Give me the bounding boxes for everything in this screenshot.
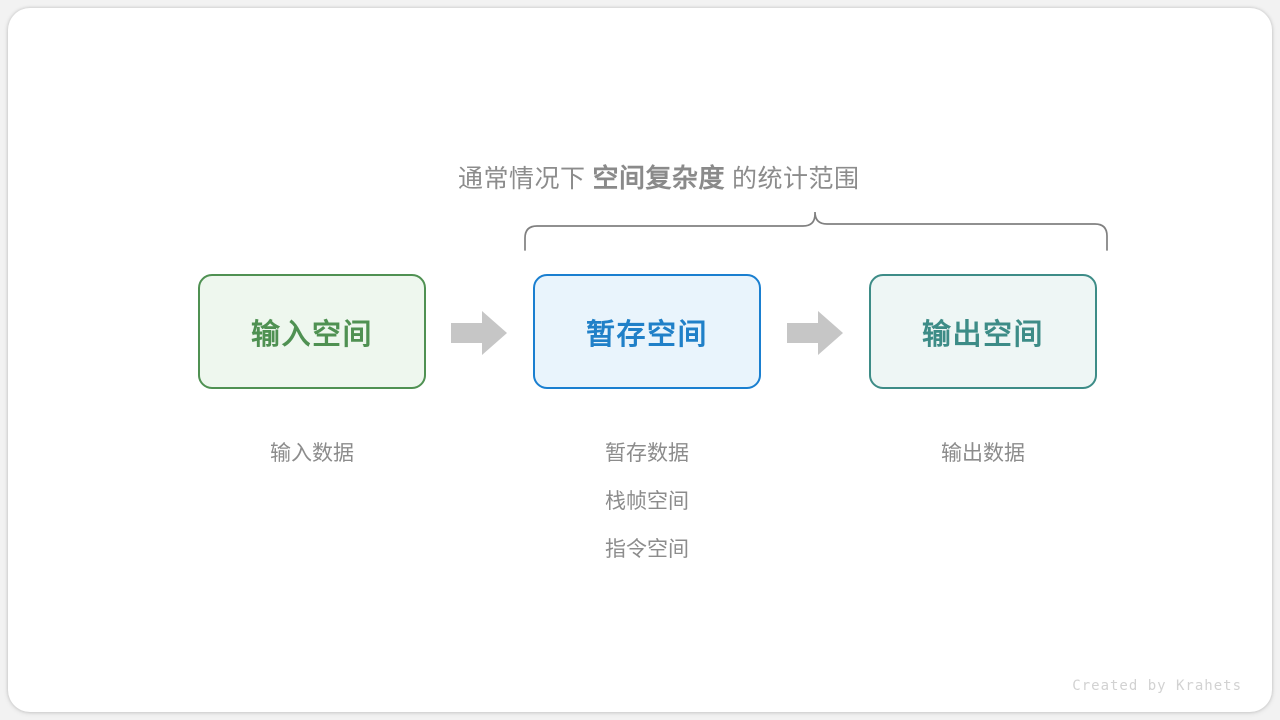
diagram-card: 通常情况下空间复杂度的统计范围 输入空间 暂存空间 输出空间 (8, 8, 1272, 712)
caption-line: 输出数据 (941, 442, 1025, 465)
curly-brace (523, 206, 1109, 258)
brace-caption: 通常情况下空间复杂度的统计范围 (458, 158, 1178, 195)
right-arrow-icon (451, 311, 507, 355)
box-input-space[interactable]: 输入空间 (198, 274, 426, 389)
curly-brace-icon (524, 211, 1108, 251)
box-temp-space[interactable]: 暂存空间 (533, 274, 761, 389)
caption-temp-column: 暂存数据 栈帧空间 指令空间 (533, 430, 761, 574)
brace-caption-suffix: 的统计范围 (732, 165, 860, 193)
caption-line: 输入数据 (270, 442, 354, 465)
caption-line: 暂存数据 (605, 442, 689, 465)
box-temp-space-label: 暂存空间 (585, 318, 708, 351)
caption-input-column: 输入数据 (198, 430, 426, 478)
box-output-space[interactable]: 输出空间 (869, 274, 1097, 389)
caption-line: 指令空间 (605, 538, 689, 561)
flow-arrow-input-to-temp (449, 309, 509, 357)
watermark: Created by Krahets (1072, 678, 1242, 694)
right-arrow-icon (787, 311, 843, 355)
flow-arrow-temp-to-output (785, 309, 845, 357)
box-input-space-label: 输入空间 (250, 318, 373, 351)
box-output-space-label: 输出空间 (921, 318, 1044, 351)
brace-caption-prefix: 通常情况下 (458, 165, 586, 193)
brace-caption-emphasis: 空间复杂度 (592, 163, 726, 193)
caption-line: 栈帧空间 (605, 490, 689, 513)
caption-output-column: 输出数据 (869, 430, 1097, 478)
